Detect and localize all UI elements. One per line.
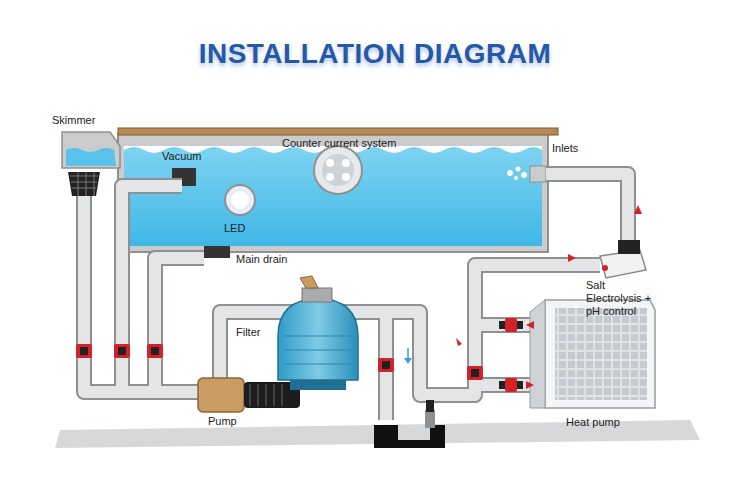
part-label: LED — [224, 222, 245, 235]
part-label: Filter — [236, 326, 260, 339]
part-label: Salt Electrolysis + pH control — [586, 279, 660, 318]
part-label: Counter current system — [282, 137, 396, 150]
part-label: Main drain — [236, 253, 287, 266]
part-label: Skimmer — [52, 114, 95, 127]
part-label: Pump — [208, 415, 237, 428]
part-label: Vacuum — [162, 150, 202, 163]
part-label: Inlets — [552, 142, 578, 155]
diagram-title: INSTALLATION DIAGRAM — [0, 38, 750, 70]
part-label: Heat pump — [566, 416, 620, 429]
